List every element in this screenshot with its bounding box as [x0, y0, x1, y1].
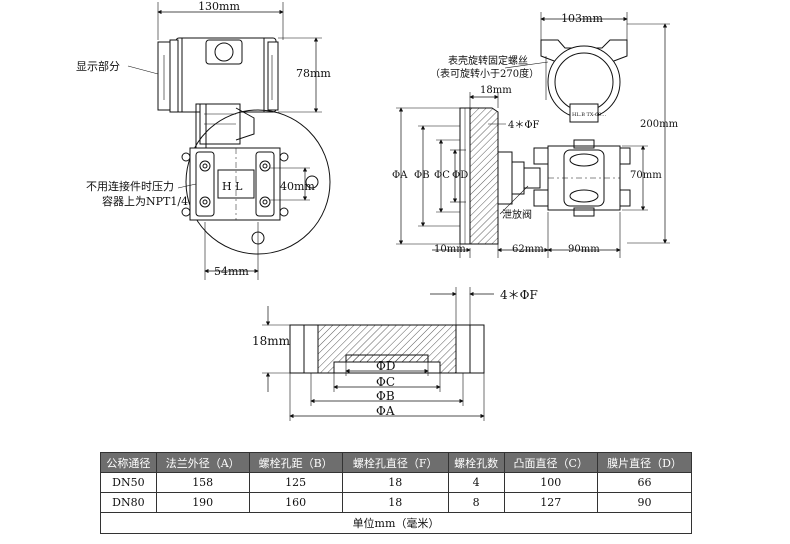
- table-row: DN50 158 125 18 4 100 66: [100, 472, 693, 493]
- section-dim-phi-a: ΦA: [376, 404, 395, 418]
- side-dim-phi-b: ΦB: [414, 170, 430, 181]
- side-dim-phi-a: ΦA: [392, 170, 408, 181]
- header-cell: 膜片直径（D）: [596, 452, 693, 473]
- table-cell: 190: [155, 492, 250, 513]
- table-cell: 4: [447, 472, 505, 493]
- header-cell: 螺栓孔距（B）: [248, 452, 343, 473]
- hl-label: H L: [222, 180, 243, 193]
- section-dim-phi-b: ΦB: [376, 389, 395, 403]
- spec-table: 公称通径 法兰外径（A） 螺栓孔距（B） 螺栓孔直径（F） 螺栓孔数 凸面直径（…: [100, 452, 693, 534]
- table-cell: 18: [341, 472, 449, 493]
- nameplate-text: HL.B TX-69...: [572, 112, 606, 118]
- table-cell: 158: [155, 472, 250, 493]
- header-cell: 螺栓孔数: [447, 452, 505, 473]
- rotate-label-line-2: （表可旋转小于270度）: [430, 67, 539, 80]
- side-height-dim: 200mm: [640, 119, 679, 130]
- header-cell: 螺栓孔直径（F）: [341, 452, 449, 473]
- side-dim-phi-d: ΦD: [452, 170, 468, 181]
- unit-note: 单位mm（毫米）: [100, 512, 692, 534]
- side-dim-18: 18mm: [480, 85, 512, 96]
- section-dim-holes: 4＊ΦF: [500, 288, 538, 302]
- section-view: [262, 287, 494, 421]
- side-dim-10: 10mm: [434, 244, 466, 255]
- side-width-dim: 103mm: [561, 12, 603, 25]
- note-line-2: 容器上为NPT1/4: [102, 194, 188, 208]
- section-dim-18: 18mm: [252, 334, 291, 348]
- table-cell: 160: [248, 492, 343, 513]
- side-view: [396, 12, 670, 258]
- table-header-row: 公称通径 法兰外径（A） 螺栓孔距（B） 螺栓孔直径（F） 螺栓孔数 凸面直径（…: [100, 452, 693, 473]
- table-cell: DN80: [100, 492, 157, 513]
- header-cell: 凸面直径（C）: [503, 452, 598, 473]
- display-part-label: 显示部分: [76, 59, 120, 73]
- side-dim-holes: 4＊ΦF: [508, 120, 540, 131]
- side-dim-phi-c: ΦC: [434, 170, 450, 181]
- rotate-label-line-1: 表壳旋转固定螺丝: [448, 54, 528, 67]
- table-cell: 66: [596, 472, 693, 493]
- side-dim-70: 70mm: [630, 170, 662, 181]
- section-dim-phi-d: ΦD: [376, 359, 395, 373]
- side-dim-62: 62mm: [512, 244, 544, 255]
- front-dim-54: 54mm: [214, 265, 249, 278]
- header-cell: 公称通径: [100, 452, 157, 473]
- table-cell: 127: [503, 492, 598, 513]
- vent-valve-label: 泄放阀: [502, 208, 532, 221]
- header-cell: 法兰外径（A）: [155, 452, 250, 473]
- front-height-dim: 78mm: [296, 67, 331, 80]
- table-cell: 90: [596, 492, 693, 513]
- front-width-dim: 130mm: [198, 0, 240, 13]
- table-unit-row: 单位mm（毫米）: [100, 512, 692, 534]
- table-cell: 8: [447, 492, 505, 513]
- front-dim-40: 40mm: [280, 180, 315, 193]
- technical-drawing: 130mm 78mm 显示部分 H L 不用连接件时压力 容器上为NPT1/4 …: [76, 0, 679, 421]
- table-cell: DN50: [100, 472, 157, 493]
- side-dim-90: 90mm: [568, 244, 600, 255]
- section-dim-phi-c: ΦC: [376, 375, 395, 389]
- table-row: DN80 190 160 18 8 127 90: [100, 492, 693, 513]
- table-cell: 18: [341, 492, 449, 513]
- table-cell: 100: [503, 472, 598, 493]
- front-view: [127, 2, 331, 280]
- table-cell: 125: [248, 472, 343, 493]
- note-line-1: 不用连接件时压力: [86, 180, 174, 193]
